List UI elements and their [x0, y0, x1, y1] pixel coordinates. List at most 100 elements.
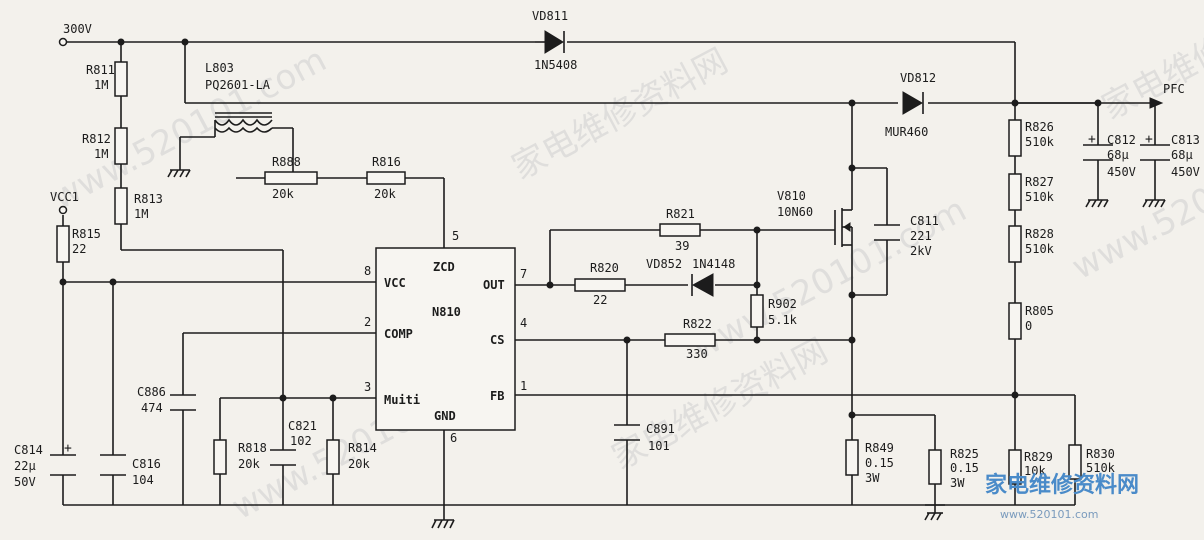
- label-value: 1N5408: [534, 58, 577, 72]
- ic-pin-gnd: GND: [434, 409, 456, 423]
- label-ref: C813: [1171, 133, 1200, 147]
- label-value: 20k: [348, 457, 370, 471]
- label-value: 330: [686, 347, 708, 361]
- ic-pin-fb: FB: [490, 389, 504, 403]
- pin-number: 8: [364, 264, 371, 278]
- label-ref: C821: [288, 419, 317, 433]
- label-ref: R825: [950, 447, 979, 461]
- diode-vd812: [902, 91, 924, 115]
- pin-number: 5: [452, 229, 459, 243]
- label-value: 1M: [134, 207, 148, 221]
- label-value: 104: [132, 473, 154, 487]
- label-value: 1M: [94, 78, 108, 92]
- label-pfc: PFC: [1163, 82, 1185, 96]
- svg-text:+: +: [64, 441, 72, 456]
- label-value: 0.15: [865, 456, 894, 470]
- pin-number: 3: [364, 380, 371, 394]
- site-logo: 家电维修资料网 www.520101.com: [985, 472, 1139, 521]
- pin-number: 6: [450, 431, 457, 445]
- ic-pin-out: OUT: [483, 278, 505, 292]
- label-value: 450V: [1171, 165, 1200, 179]
- label-ref: R826: [1025, 120, 1054, 134]
- pin-number: 1: [520, 379, 527, 393]
- label-ref: R830: [1086, 447, 1115, 461]
- label-value: PQ2601-LA: [205, 78, 271, 92]
- label-value: 1M: [94, 147, 108, 161]
- label-value: 22: [72, 242, 86, 256]
- label-value: 5.1k: [768, 313, 798, 327]
- label-ref: R888: [272, 155, 301, 169]
- label-ref: R815: [72, 227, 101, 241]
- mosfet-arrow: [843, 222, 851, 232]
- label-ref: R849: [865, 441, 894, 455]
- label-value: 39: [675, 239, 689, 253]
- label-value: 10k: [1024, 464, 1046, 478]
- label-ref: R812: [82, 132, 111, 146]
- label-value: 68μ: [1107, 148, 1129, 162]
- label-value: 510k: [1025, 190, 1055, 204]
- label-value: 0: [1025, 319, 1032, 333]
- label-ref: R811: [86, 63, 115, 77]
- label-value: 510k: [1025, 242, 1055, 256]
- ic-pin-numbers: 5 8 2 3 6 7 4 1: [364, 229, 527, 445]
- watermark-text: 家电维修资料网: [1095, 0, 1204, 128]
- label-value: 3W: [865, 471, 880, 485]
- diode-vd852: [691, 273, 714, 297]
- resistors: [56, 61, 1082, 485]
- label-ref: R820: [590, 261, 619, 275]
- ic-pin-comp: COMP: [384, 327, 413, 341]
- label-value: 0.15: [950, 461, 979, 475]
- label-value: 101: [648, 439, 670, 453]
- label-ref: R813: [134, 192, 163, 206]
- label-ref: C886: [137, 385, 166, 399]
- label-300v: 300V: [63, 22, 92, 36]
- label-vcc1: VCC1: [50, 190, 79, 204]
- label-ref: C816: [132, 457, 161, 471]
- ic-n810: [375, 247, 516, 431]
- polarity-marks: + + +: [64, 132, 1153, 456]
- pin-number: 4: [520, 316, 527, 330]
- label-value: 20k: [272, 187, 294, 201]
- label-ref: V810: [777, 189, 806, 203]
- ic-pin-vcc: VCC: [384, 276, 406, 290]
- label-value: 22: [593, 293, 607, 307]
- ic-pin-zcd: ZCD: [433, 260, 455, 274]
- pin-number: 2: [364, 315, 371, 329]
- label-ref: VD811: [532, 9, 568, 23]
- label-value: 22μ: [14, 459, 36, 473]
- label-value: 474: [141, 401, 163, 415]
- capacitors: [50, 144, 1170, 476]
- component-labels: 300V PFC VCC1 VD811 1N5408 VD812 MUR460 …: [14, 9, 1200, 490]
- label-value: 1N4148: [692, 257, 735, 271]
- label-value: 10N60: [777, 205, 813, 219]
- label-ref: VD852: [646, 257, 682, 271]
- label-value: 3W: [950, 476, 965, 490]
- label-ref: R829: [1024, 450, 1053, 464]
- label-ref: R816: [372, 155, 401, 169]
- label-ref: R814: [348, 441, 377, 455]
- label-value: 450V: [1107, 165, 1136, 179]
- label-value: 20k: [238, 457, 260, 471]
- label-ref: C891: [646, 422, 675, 436]
- terminal-vcc1: [58, 205, 68, 215]
- label-value: 50V: [14, 475, 36, 489]
- ic-pin-cs: CS: [490, 333, 504, 347]
- label-value: 2kV: [910, 244, 932, 258]
- label-ref: L803: [205, 61, 234, 75]
- label-value: 510k: [1025, 135, 1055, 149]
- pin-number: 7: [520, 267, 527, 281]
- label-ref: R818: [238, 441, 267, 455]
- label-ref: R828: [1025, 227, 1054, 241]
- label-ref: C811: [910, 214, 939, 228]
- inductor-l803: [214, 112, 273, 133]
- label-value: 68μ: [1171, 148, 1193, 162]
- label-value: 510k: [1086, 461, 1116, 475]
- label-ref: VD812: [900, 71, 936, 85]
- label-ref: R805: [1025, 304, 1054, 318]
- logo-url: www.520101.com: [1000, 508, 1098, 521]
- wires: [62, 41, 1156, 520]
- logo-title: 家电维修资料网: [985, 472, 1139, 498]
- label-value: 102: [290, 434, 312, 448]
